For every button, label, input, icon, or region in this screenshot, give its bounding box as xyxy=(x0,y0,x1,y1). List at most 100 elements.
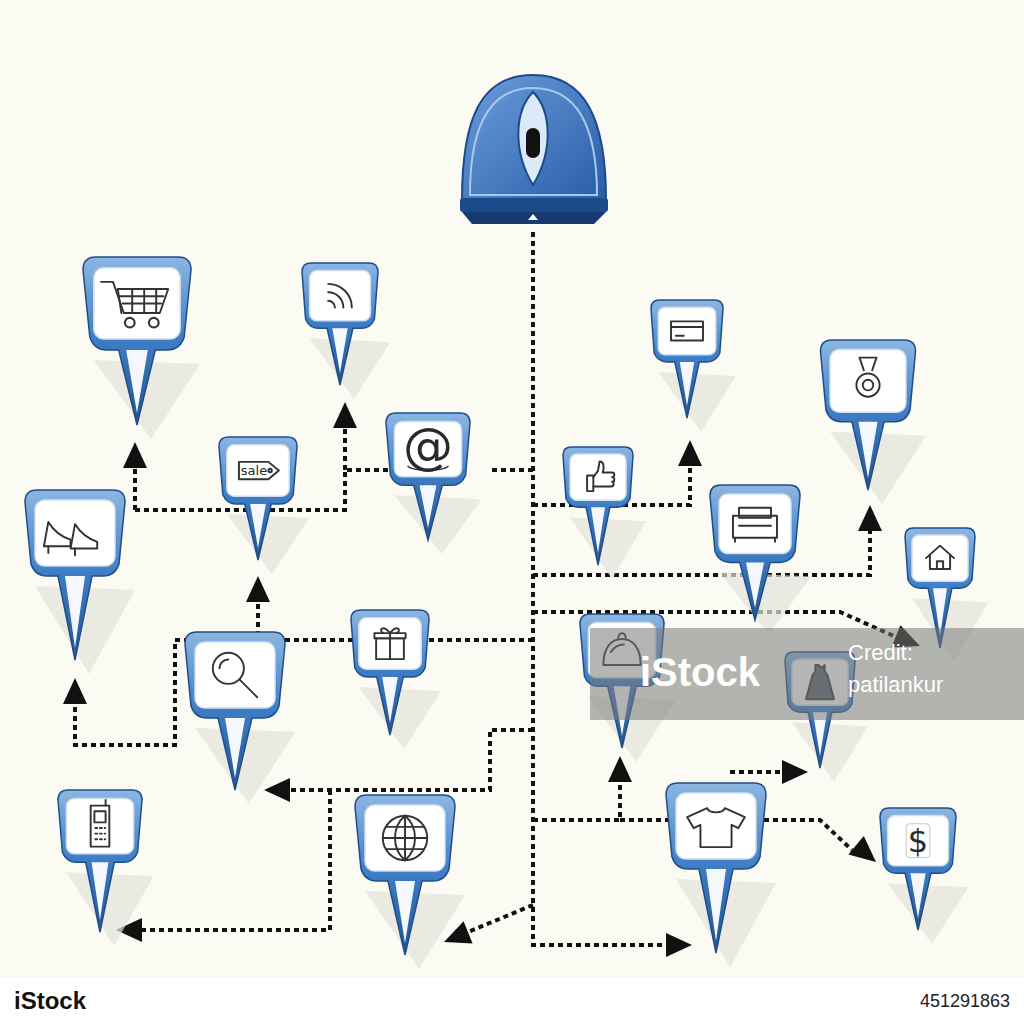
icon-stroke xyxy=(328,284,352,308)
icon-stroke xyxy=(860,358,877,371)
house-icon xyxy=(926,546,954,569)
pin-body xyxy=(302,263,378,385)
pin-shadow xyxy=(310,338,391,399)
pin-marker xyxy=(351,610,441,749)
pin-body xyxy=(821,340,916,490)
card-icon xyxy=(671,321,703,340)
dotted-line xyxy=(142,790,330,930)
icon-stroke xyxy=(328,292,343,307)
arrowhead xyxy=(666,933,692,957)
icon-stroke xyxy=(687,808,745,847)
pin-tail-inner xyxy=(910,873,925,918)
icon-stroke xyxy=(381,628,399,633)
icon-stroke xyxy=(143,289,145,313)
dotted-line xyxy=(290,730,533,790)
pin-face xyxy=(570,454,626,500)
pin-body xyxy=(25,490,125,660)
pin-tail-inner xyxy=(859,422,878,478)
pin-tail-inner xyxy=(420,485,437,528)
icon-stroke xyxy=(94,811,105,822)
icon-stroke xyxy=(74,549,76,556)
pin-tail-inner xyxy=(65,576,85,648)
computer-mouse xyxy=(460,75,608,224)
icon-stroke xyxy=(735,538,775,542)
pin-shadow xyxy=(792,722,868,782)
pin-face xyxy=(66,798,133,853)
pin-body xyxy=(351,610,429,735)
icon-stroke xyxy=(44,522,71,546)
pin-marker xyxy=(710,485,811,634)
icon-stroke xyxy=(404,816,406,860)
icon-stroke xyxy=(383,816,427,860)
rss-icon xyxy=(328,284,352,308)
icon-stroke xyxy=(739,525,771,527)
pin-marker xyxy=(666,783,776,967)
pin-tail-inner xyxy=(746,562,764,608)
arrowhead xyxy=(264,778,290,802)
arrowhead xyxy=(678,440,702,466)
dotted-line xyxy=(533,782,620,820)
icon-stroke xyxy=(328,301,335,308)
icon-stroke xyxy=(856,373,879,396)
arrowhead xyxy=(246,576,270,602)
pin-body xyxy=(83,257,191,425)
icon-text: @ xyxy=(403,421,453,471)
pin-body xyxy=(563,447,633,565)
icon-stroke xyxy=(239,462,279,479)
pin-body xyxy=(880,808,956,930)
icon-stroke xyxy=(860,357,877,359)
icon-stroke xyxy=(219,659,228,668)
pin-face xyxy=(658,307,716,355)
pin-face xyxy=(912,535,968,581)
pin-marker xyxy=(58,790,154,946)
icon-stroke xyxy=(268,469,271,472)
watermark-text: Credit: xyxy=(848,640,913,666)
pin-shadow xyxy=(227,514,309,574)
icon-stroke xyxy=(739,508,771,518)
icon-text: $ xyxy=(908,825,928,857)
icon-stroke xyxy=(937,561,943,569)
pin-body xyxy=(355,795,455,955)
icon-stroke xyxy=(155,289,157,313)
globe-icon xyxy=(383,816,427,860)
icon-stroke xyxy=(593,462,614,487)
pin-face xyxy=(676,793,756,859)
pin-marker xyxy=(880,808,968,944)
pin-face xyxy=(888,816,949,866)
arrowhead xyxy=(858,505,882,531)
watermark-text: patilankur xyxy=(848,672,943,698)
pin-marker xyxy=(25,490,135,674)
pin-body xyxy=(651,300,723,418)
pin-marker xyxy=(83,257,200,439)
footer-text: 451291863 xyxy=(920,991,1010,1012)
pin-tail-inner xyxy=(225,718,245,778)
icon-stroke xyxy=(149,318,159,328)
sofa-icon xyxy=(733,508,777,542)
icon-stroke xyxy=(930,555,950,569)
pin-tail-inner xyxy=(706,869,726,941)
pin-node: sale xyxy=(237,462,271,479)
search-icon xyxy=(213,653,257,697)
pin-body xyxy=(219,437,297,560)
icon-stroke xyxy=(676,335,684,337)
pin-marker xyxy=(355,795,465,969)
pin-shadow xyxy=(658,372,736,432)
dollar-icon xyxy=(906,824,930,858)
icon-stroke xyxy=(863,380,874,391)
pin-tail-inner xyxy=(250,504,266,548)
watermark-text: iStock xyxy=(640,650,760,695)
arrowhead xyxy=(123,442,147,468)
shirt-icon xyxy=(687,808,745,847)
icon-stroke xyxy=(101,282,168,313)
pin-face xyxy=(310,271,371,321)
pin-face xyxy=(195,642,275,708)
arrowhead xyxy=(848,836,883,871)
pin-markers xyxy=(25,257,988,969)
pin-body xyxy=(58,790,142,932)
pin-marker xyxy=(386,413,482,554)
pin-face xyxy=(94,268,180,339)
icon-stroke xyxy=(118,289,122,313)
pin-tail-inner xyxy=(382,677,398,723)
tag-icon xyxy=(239,462,279,479)
pin-face xyxy=(830,350,906,413)
